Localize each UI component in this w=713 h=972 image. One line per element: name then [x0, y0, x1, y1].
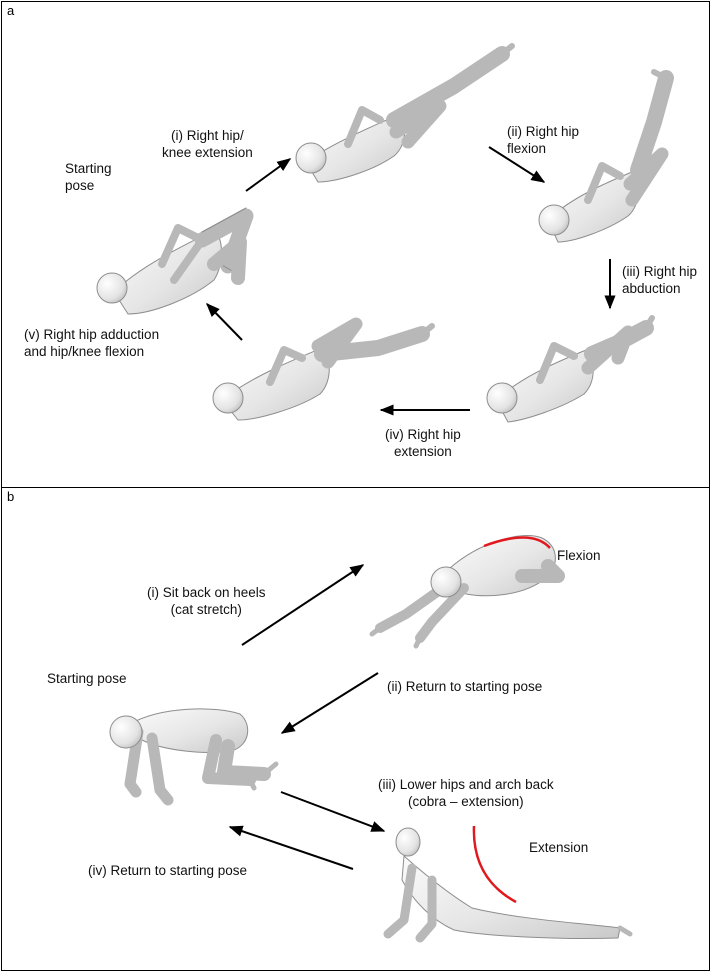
figure-hip-extension [213, 324, 432, 420]
panel-b: b [1, 487, 710, 971]
panel-b-illustration [2, 488, 709, 970]
label-starting-pose-a: Starting pose [65, 160, 112, 194]
label-step-iii-a: (iii) Right hip abduction [622, 263, 697, 297]
arrow-return-from-cat [282, 673, 378, 733]
label-step-ii-b: (ii) Return to starting pose [387, 678, 542, 695]
panel-a-illustration [2, 2, 709, 488]
figure-cat-stretch [372, 536, 558, 646]
arrow-step-i [246, 159, 290, 191]
arrow-step-v [207, 304, 242, 340]
label-extension: Extension [529, 839, 588, 856]
figure-hip-abduction [487, 318, 652, 422]
extension-highlight-arc [474, 826, 516, 902]
panel-a: a [1, 1, 710, 489]
label-step-iv-b: (iv) Return to starting pose [88, 862, 247, 879]
label-step-i-a: (i) Right hip/ knee extension [162, 127, 253, 161]
label-starting-pose-b: Starting pose [47, 670, 127, 687]
figure-all-fours [110, 709, 276, 800]
figure-starting-pose [97, 208, 246, 314]
arrow-return-from-cobra [230, 827, 353, 869]
label-step-v-a: (v) Right hip adduction and hip/knee fle… [24, 326, 159, 360]
figure-cobra [388, 826, 630, 939]
figure-hip-flexion [539, 72, 666, 242]
label-step-ii-a: (ii) Right hip flexion [507, 123, 579, 157]
label-step-iii-b: (iii) Lower hips and arch back (cobra – … [378, 776, 554, 810]
label-flexion: Flexion [557, 547, 601, 564]
label-step-i-b: (i) Sit back on heels (cat stretch) [147, 584, 266, 618]
figure-knee-extension [296, 46, 512, 182]
label-step-iv-a: (iv) Right hip extension [385, 426, 461, 460]
arrow-cobra [281, 792, 384, 831]
